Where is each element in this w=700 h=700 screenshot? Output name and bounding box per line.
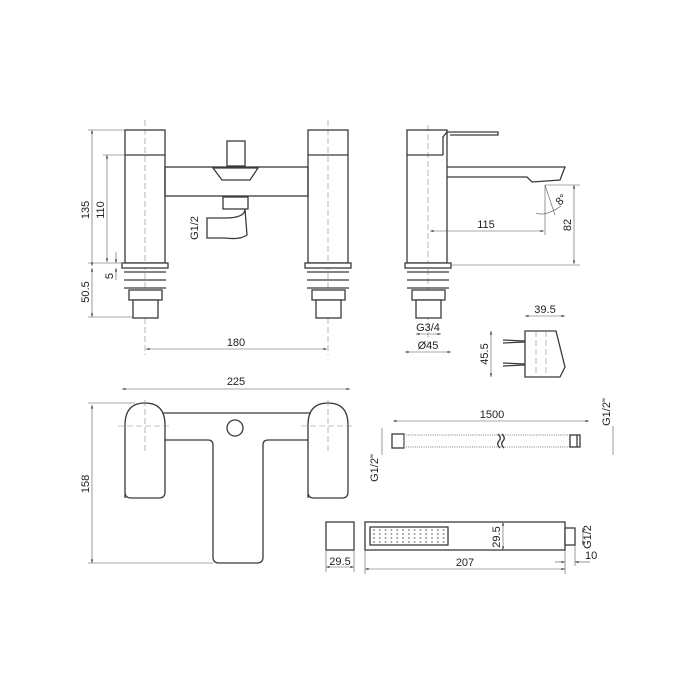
nozzle-dot [436,537,439,539]
bracket-view: 39.5 45.5 [479,304,566,378]
dim-plan-depth: 158 [80,475,92,493]
nozzle-dot [413,533,416,535]
nozzle-dot [384,533,387,535]
dim-hose-length: 1500 [480,409,504,421]
nozzle-dot [390,537,393,539]
nozzle-dot [413,537,416,539]
nozzle-dot [384,537,387,539]
nozzle-dot [396,537,399,539]
front-view: 135 110 5 50.5 180 G1/2 [80,120,352,355]
nozzle-dot [396,529,399,531]
nozzle-dot [378,537,381,539]
nozzle-dot [384,541,387,543]
nozzle-dot [413,541,416,543]
nozzle-dot [407,537,410,539]
dim-centres: 180 [227,337,245,349]
nozzle-dot [402,533,404,535]
nozzle-dot [378,541,381,543]
dim-shower-height: 29.5 [491,526,503,547]
side-view: 115 8° 82 G3/4 Ø45 [404,125,580,354]
nozzle-dot [419,541,422,543]
nozzle-dot [413,529,416,531]
dim-shower-length: 207 [456,557,474,569]
dim-outlet-thread: G1/2 [189,216,201,240]
hose-view: 1500 G1/2" G1/2" [369,398,614,482]
nozzle-dot [373,537,375,539]
nozzle-dot [431,533,433,535]
dim-bracket-width: 39.5 [534,304,555,316]
dim-spout-reach: 115 [477,219,495,231]
dim-spout-height: 82 [562,219,574,231]
nozzle-dot [396,541,399,543]
nozzle-dot [442,541,445,543]
nozzle-dot [384,529,387,531]
right-base [304,262,352,319]
nozzle-dot [407,529,410,531]
dim-bracket-height: 45.5 [479,343,491,364]
nozzle-dot [373,529,375,531]
dim-shower-end-width: 29.5 [329,556,350,568]
dim-angle: 8° [554,192,570,208]
nozzle-dot [402,537,404,539]
dim-height-total: 135 [80,201,92,219]
dim-base: 50.5 [80,281,92,302]
nozzle-dot [407,533,410,535]
dim-shower-connector: 10 [585,550,597,562]
nozzle-dot [378,529,381,531]
nozzle-dot [419,529,422,531]
nozzle-dot [425,533,428,535]
nozzle-dot [436,529,439,531]
nozzle-dot [442,529,445,531]
nozzle-dot [373,533,375,535]
nozzle-dot [390,541,393,543]
plan-view: 225 158 [80,376,355,564]
nozzle-dot [425,541,428,543]
dim-flange: 5 [104,273,116,279]
nozzle-dot [402,541,404,543]
dim-plan-width: 225 [227,376,245,388]
nozzle-dot [436,541,439,543]
nozzle-dot [407,541,410,543]
hand-shower-view: 29.5 29.5 G1/2 10 207 [325,521,597,574]
nozzle-dot [431,537,433,539]
nozzle-dot [419,533,422,535]
nozzle-dot [373,541,375,543]
nozzle-dot [442,533,445,535]
left-base [121,262,169,319]
nozzle-dot [425,529,428,531]
dim-thread: G3/4 [416,322,440,334]
nozzle-dot [425,537,428,539]
nozzle-dot [431,541,433,543]
dim-diameter: Ø45 [418,340,439,352]
nozzle-dot [396,533,399,535]
nozzle-dot [390,529,393,531]
dim-shower-thread: G1/2 [582,525,594,549]
dim-hose-thread-right: G1/2" [601,398,613,426]
dim-height-body: 110 [95,201,107,219]
nozzle-dot [378,533,381,535]
nozzle-dot [436,533,439,535]
dim-hose-thread-left: G1/2" [369,454,381,482]
nozzle-dot [402,529,404,531]
nozzle-dot [431,529,433,531]
nozzle-dot [390,533,393,535]
nozzle-dot [442,537,445,539]
nozzle-dot [419,537,422,539]
